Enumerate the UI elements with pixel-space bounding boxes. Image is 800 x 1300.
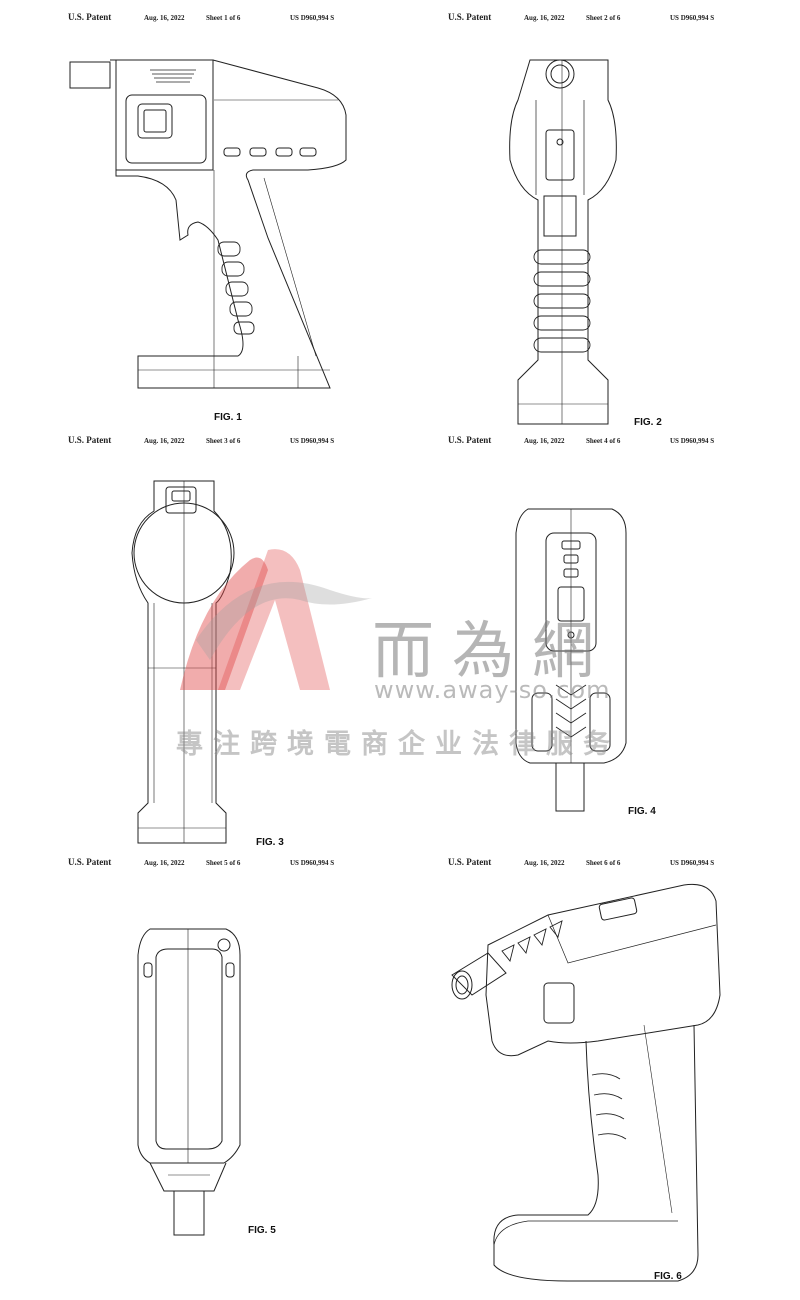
patent-number: US D960,994 S	[290, 859, 335, 867]
sheet-1: U.S. Patent Aug. 16, 2022 Sheet 1 of 6 U…	[68, 0, 448, 430]
patent-label: U.S. Patent	[448, 12, 492, 22]
patent-label: U.S. Patent	[68, 12, 112, 22]
patent-date: Aug. 16, 2022	[144, 14, 185, 22]
figure-label: FIG. 2	[634, 417, 662, 428]
patent-date: Aug. 16, 2022	[524, 437, 565, 445]
sheet-number: Sheet 1 of 6	[206, 14, 241, 22]
sheet-3: U.S. Patent Aug. 16, 2022 Sheet 3 of 6 U…	[68, 423, 448, 853]
figure-label: FIG. 6	[654, 1271, 682, 1282]
patent-date: Aug. 16, 2022	[144, 437, 185, 445]
sheet-number: Sheet 2 of 6	[586, 14, 621, 22]
patent-label: U.S. Patent	[448, 435, 492, 445]
figure-label: FIG. 1	[214, 412, 242, 423]
drill-rear-view-icon	[448, 0, 800, 430]
sheet-header: U.S. Patent Aug. 16, 2022 Sheet 1 of 6 U…	[68, 12, 448, 26]
drill-side-view-icon	[68, 0, 448, 430]
patent-number: US D960,994 S	[290, 14, 335, 22]
sheet-header: U.S. Patent Aug. 16, 2022 Sheet 3 of 6 U…	[68, 435, 448, 449]
patent-label: U.S. Patent	[68, 435, 112, 445]
sheet-header: U.S. Patent Aug. 16, 2022 Sheet 5 of 6 U…	[68, 857, 448, 871]
sheet-6: U.S. Patent Aug. 16, 2022 Sheet 6 of 6 U…	[448, 845, 800, 1300]
patent-date: Aug. 16, 2022	[524, 14, 565, 22]
sheet-header: U.S. Patent Aug. 16, 2022 Sheet 6 of 6 U…	[448, 857, 800, 871]
sheet-4: U.S. Patent Aug. 16, 2022 Sheet 4 of 6 U…	[448, 423, 800, 853]
patent-label: U.S. Patent	[68, 857, 112, 867]
drill-bottom-view-icon	[68, 845, 448, 1275]
patent-label: U.S. Patent	[448, 857, 492, 867]
patent-number: US D960,994 S	[290, 437, 335, 445]
sheet-2: U.S. Patent Aug. 16, 2022 Sheet 2 of 6 U…	[448, 0, 800, 430]
sheet-5: U.S. Patent Aug. 16, 2022 Sheet 5 of 6 U…	[68, 845, 448, 1275]
figure-label: FIG. 3	[256, 837, 284, 848]
patent-number: US D960,994 S	[670, 14, 715, 22]
sheet-header: U.S. Patent Aug. 16, 2022 Sheet 4 of 6 U…	[448, 435, 800, 449]
patent-number: US D960,994 S	[670, 859, 715, 867]
patent-number: US D960,994 S	[670, 437, 715, 445]
drill-front-view-icon	[68, 423, 448, 853]
figure-label: FIG. 5	[248, 1225, 276, 1236]
sheet-header: U.S. Patent Aug. 16, 2022 Sheet 2 of 6 U…	[448, 12, 800, 26]
sheet-number: Sheet 6 of 6	[586, 859, 621, 867]
drill-perspective-view-icon	[448, 845, 800, 1300]
sheet-number: Sheet 3 of 6	[206, 437, 241, 445]
patent-date: Aug. 16, 2022	[144, 859, 185, 867]
sheet-number: Sheet 4 of 6	[586, 437, 621, 445]
sheet-number: Sheet 5 of 6	[206, 859, 241, 867]
drill-top-view-icon	[448, 423, 800, 853]
figure-label: FIG. 4	[628, 806, 656, 817]
patent-date: Aug. 16, 2022	[524, 859, 565, 867]
